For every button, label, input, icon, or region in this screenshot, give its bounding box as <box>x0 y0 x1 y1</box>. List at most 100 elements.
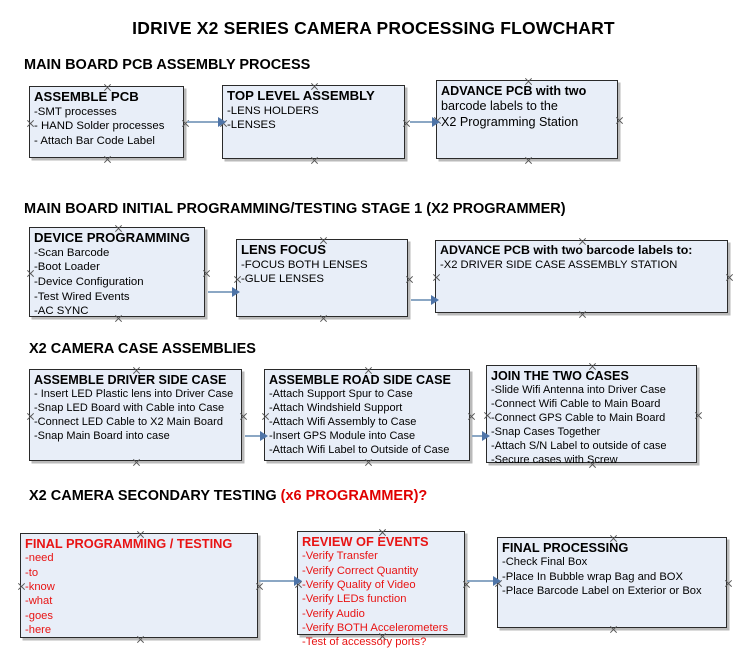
flow-node-title: ASSEMBLE PCB <box>34 89 139 104</box>
flow-node-line: -Verify Quality of Video <box>302 578 416 591</box>
connection-handle-right[interactable] <box>615 116 624 125</box>
flow-node-line: -Scan Barcode <box>34 246 110 259</box>
flow-node-title: REVIEW OF EVENTS <box>302 534 429 549</box>
arrowhead-icon <box>482 431 490 441</box>
flow-node-title: ADVANCE PCB with two <box>441 84 587 98</box>
flow-node-line: -Attach Windshield Support <box>269 402 403 415</box>
connection-handle-right[interactable] <box>239 412 248 421</box>
connection-handle-left[interactable] <box>432 273 441 282</box>
flow-node-line: -Snap LED Board with Cable into Case <box>34 402 225 415</box>
flow-node-top-level-assembly[interactable]: TOP LEVEL ASSEMBLY-LENS HOLDERS -LENSES <box>222 85 405 159</box>
flow-node-line: -Snap Main Board into case <box>34 430 170 443</box>
flow-node-title: LENS FOCUS <box>241 242 326 257</box>
flow-node-title: ASSEMBLE DRIVER SIDE CASE <box>34 373 227 387</box>
section-heading-accent: (x6 PROGRAMMER)? <box>280 488 428 504</box>
flow-node-line: -what <box>25 595 53 608</box>
flow-node-title: FINAL PROCESSING <box>502 540 629 555</box>
flow-node-content: ASSEMBLE PCB-SMT processes- HAND Solder … <box>34 89 181 149</box>
flow-node-line: -Secure cases with Screw <box>491 454 618 467</box>
flow-node-content: REVIEW OF EVENTS-Verify Transfer-Verify … <box>302 534 462 650</box>
flow-node-line: -Snap Cases Together <box>491 426 601 439</box>
connection-handle-right[interactable] <box>725 273 734 282</box>
flow-node-line: -to <box>25 566 39 579</box>
connection-handle-right[interactable] <box>724 579 733 588</box>
flow-node-line: -LENSES <box>227 119 276 132</box>
connector-arrow <box>245 435 262 437</box>
flow-node-line: -Verify Transfer <box>302 550 378 563</box>
flow-node-device-programming[interactable]: DEVICE PROGRAMMING-Scan Barcode-Boot Loa… <box>29 227 205 317</box>
connector-arrow <box>410 121 434 123</box>
connection-handle-bottom[interactable] <box>103 155 112 164</box>
flow-node-lens-focus[interactable]: LENS FOCUS-FOCUS BOTH LENSES -GLUE LENSES <box>236 239 408 317</box>
flow-node-line: -Connect GPS Cable to Main Board <box>491 412 666 425</box>
connector-arrow <box>187 121 220 123</box>
section-heading-text: MAIN BOARD INITIAL PROGRAMMING/TESTING S… <box>24 201 566 217</box>
connection-handle-right[interactable] <box>694 411 703 420</box>
connector-arrow <box>467 580 495 582</box>
flow-node-title: TOP LEVEL ASSEMBLY <box>227 88 375 103</box>
flow-node-line: -Attach Support Spur to Case <box>269 388 413 401</box>
connection-handle-right[interactable] <box>202 269 211 278</box>
connection-handle-bottom[interactable] <box>364 458 373 467</box>
arrowhead-icon <box>218 117 226 127</box>
flow-node-line: -goes <box>25 609 53 622</box>
connection-handle-bottom[interactable] <box>578 310 587 319</box>
flow-node-line: -FOCUS BOTH LENSES <box>241 258 368 271</box>
arrowhead-icon <box>260 431 268 441</box>
flow-node-line: - HAND Solder processes <box>34 120 165 133</box>
arrowhead-icon <box>432 117 440 127</box>
arrowhead-icon <box>232 287 240 297</box>
flow-node-title: JOIN THE TWO CASES <box>491 369 629 383</box>
connection-handle-bottom[interactable] <box>310 156 319 165</box>
flow-node-title: DEVICE PROGRAMMING <box>34 230 191 245</box>
flow-node-line: -Verify Correct Quantity <box>302 564 419 577</box>
connection-handle-right[interactable] <box>255 582 264 591</box>
flow-node-assemble-road-side-case[interactable]: ASSEMBLE ROAD SIDE CASE-Attach Support S… <box>264 369 470 461</box>
flow-node-content: ASSEMBLE ROAD SIDE CASE-Attach Support S… <box>269 373 467 457</box>
connection-handle-right[interactable] <box>181 119 190 128</box>
flow-node-line: -Check Final Box <box>502 556 588 569</box>
flow-node-content: FINAL PROCESSING -Check Final Box -Place … <box>502 540 724 598</box>
flow-node-assemble-driver-side-case[interactable]: ASSEMBLE DRIVER SIDE CASE- Insert LED Pl… <box>29 369 242 461</box>
connection-handle-right[interactable] <box>402 119 411 128</box>
flow-node-line: - Attach Bar Code Label <box>34 134 155 147</box>
flow-node-final-programming-testing[interactable]: FINAL PROGRAMMING / TESTING-need-to-know… <box>20 533 258 638</box>
flow-node-join-the-two-cases[interactable]: JOIN THE TWO CASES-Slide Wifi Antenna in… <box>486 365 697 466</box>
flow-node-line: -Verify LEDs function <box>302 593 407 606</box>
flow-node-line: -Device Configuration <box>34 275 144 288</box>
flow-node-title: ASSEMBLE ROAD SIDE CASE <box>269 373 451 387</box>
connection-handle-right[interactable] <box>405 275 414 284</box>
flow-node-line: -GLUE LENSES <box>241 273 324 286</box>
flow-node-content: ADVANCE PCB with two barcode labels to:-… <box>440 243 725 272</box>
section-heading-text: X2 CAMERA SECONDARY TESTING <box>29 488 281 504</box>
flow-node-content: LENS FOCUS-FOCUS BOTH LENSES -GLUE LENSES <box>241 242 405 287</box>
flow-node-line: -need <box>25 552 54 565</box>
flow-node-line: -Attach S/N Label to outside of case <box>491 440 667 453</box>
connector-arrow <box>259 580 296 582</box>
flow-node-content: FINAL PROGRAMMING / TESTING-need-to-know… <box>25 536 255 637</box>
connection-handle-bottom[interactable] <box>132 458 141 467</box>
connection-handle-right[interactable] <box>467 412 476 421</box>
flow-node-line: -Connect Wifi Cable to Main Board <box>491 398 661 411</box>
connector-arrow <box>472 435 484 437</box>
page-title: IDRIVE X2 SERIES CAMERA PROCESSING FLOWC… <box>132 18 615 38</box>
connection-handle-bottom[interactable] <box>524 156 533 165</box>
flow-node-line: -Place Barcode Label on Exterior or Box <box>502 584 702 597</box>
flow-node-line: -Connect LED Cable to X2 Main Board <box>34 416 223 429</box>
flow-node-review-of-events[interactable]: REVIEW OF EVENTS-Verify Transfer-Verify … <box>297 531 465 648</box>
flow-node-line: -LENS HOLDERS <box>227 104 319 117</box>
flow-node-advance-pcb-driver-side-case[interactable]: ADVANCE PCB with two barcode labels to:-… <box>435 240 728 313</box>
flow-node-assemble-pcb[interactable]: ASSEMBLE PCB-SMT processes- HAND Solder … <box>29 86 184 158</box>
section-heading-main-board-initial-programming-testing-stage-1: MAIN BOARD INITIAL PROGRAMMING/TESTING S… <box>24 201 566 217</box>
flow-node-line: -Attach Wifi Label to Outside of Case <box>269 444 450 457</box>
arrowhead-icon <box>493 576 501 586</box>
connection-handle-bottom[interactable] <box>319 314 328 323</box>
section-heading-text: MAIN BOARD PCB ASSEMBLY PROCESS <box>24 57 311 73</box>
connection-handle-bottom[interactable] <box>609 625 618 634</box>
flow-node-final-processing[interactable]: FINAL PROCESSING -Check Final Box -Place … <box>497 537 727 628</box>
flow-node-content: DEVICE PROGRAMMING-Scan Barcode-Boot Loa… <box>34 230 202 319</box>
section-heading-text: X2 CAMERA CASE ASSEMBLIES <box>29 341 256 357</box>
